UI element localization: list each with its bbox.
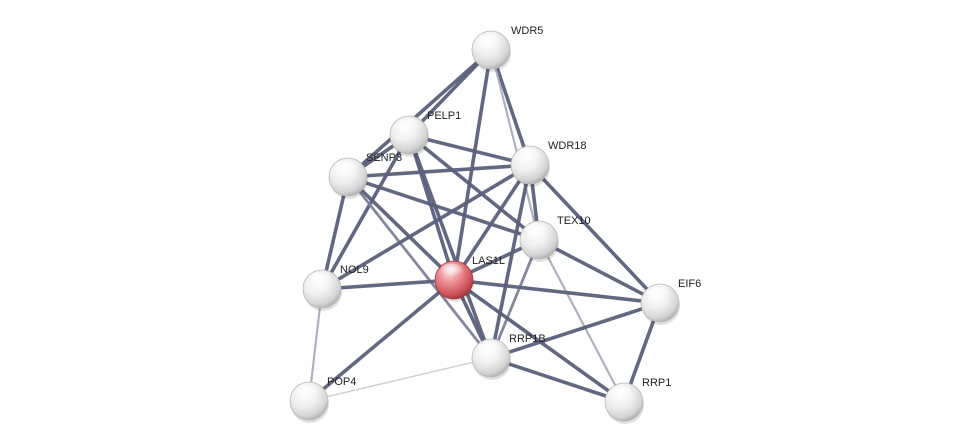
edge-tex10-eif6	[537, 238, 662, 305]
node-label-pop4: POP4	[327, 376, 356, 388]
edge-eif6-rrp1b	[489, 301, 662, 360]
node-label-nol9: NOL9	[340, 264, 369, 276]
edge-wdr5-tex10	[489, 48, 541, 242]
node-senp3[interactable]: SENP3	[328, 152, 402, 199]
node-highlight	[516, 148, 540, 164]
edge-wdr5-senp3	[346, 48, 493, 179]
node-label-las1l: LAS1L	[472, 255, 505, 267]
node-rrp1b[interactable]: RRP1B	[471, 333, 546, 380]
edge-wdr18-eif6	[528, 163, 662, 305]
node-highlight	[477, 33, 501, 49]
node-pelp1[interactable]: PELP1	[389, 110, 461, 157]
edge-wdr18-rrp1b	[489, 163, 532, 360]
node-wdr5[interactable]: WDR5	[471, 25, 543, 72]
node-tex10[interactable]: TEX10	[519, 215, 591, 262]
edge-wdr5-las1l	[452, 48, 493, 282]
node-label-rrp1b: RRP1B	[509, 333, 546, 345]
edge-tex10-rrp1	[537, 238, 626, 404]
node-highlight	[525, 223, 549, 239]
node-las1l[interactable]: LAS1L	[434, 255, 505, 302]
node-eif6[interactable]: EIF6	[640, 278, 701, 325]
edge-rrp1b-pop4	[308, 357, 492, 402]
node-label-tex10: TEX10	[557, 215, 591, 227]
edge-pelp1-nol9	[320, 133, 411, 291]
node-highlight	[440, 263, 464, 279]
node-label-rrp1: RRP1	[642, 377, 671, 389]
node-highlight	[395, 118, 419, 134]
node-nol9[interactable]: NOL9	[302, 264, 369, 311]
node-highlight	[477, 341, 501, 357]
node-label-pelp1: PELP1	[427, 110, 461, 122]
edge-wdr18-nol9	[320, 163, 532, 291]
node-label-wdr18: WDR18	[548, 140, 587, 152]
edge-las1l-eif6	[452, 278, 662, 305]
node-highlight	[610, 385, 634, 401]
node-label-senp3: SENP3	[366, 152, 402, 164]
node-label-wdr5: WDR5	[511, 25, 543, 37]
edge-wdr5-wdr18	[489, 48, 532, 167]
edge-senp3-wdr18	[346, 163, 532, 179]
node-highlight	[295, 384, 319, 400]
node-highlight	[308, 272, 332, 288]
node-rrp1[interactable]: RRP1	[604, 377, 671, 424]
edge-las1l-pop4	[307, 278, 456, 403]
node-wdr18[interactable]: WDR18	[510, 140, 587, 187]
edge-pelp1-wdr18	[407, 133, 532, 167]
edge-senp3-las1l	[346, 175, 456, 282]
edge-wdr18-las1l	[452, 163, 532, 282]
edge-las1l-nol9	[320, 278, 456, 291]
edge-rrp1b-rrp1	[489, 356, 626, 404]
node-highlight	[334, 160, 358, 176]
edge-senp3-rrp1b	[346, 175, 493, 360]
edge-senp3-tex10	[346, 175, 541, 242]
node-label-eif6: EIF6	[678, 278, 701, 290]
edge-tex10-rrp1b	[489, 238, 541, 360]
node-pop4[interactable]: POP4	[289, 376, 356, 423]
node-highlight	[646, 286, 670, 302]
